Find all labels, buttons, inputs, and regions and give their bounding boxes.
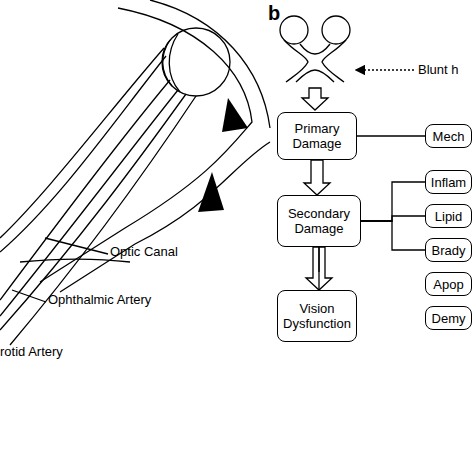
flow-arrow bbox=[304, 160, 330, 195]
orbit-illustration bbox=[0, 0, 270, 345]
process-box: Primary Damage bbox=[277, 112, 357, 160]
connector-line bbox=[361, 221, 425, 250]
optic-nerve bbox=[0, 94, 186, 330]
process-box: Demy bbox=[425, 306, 472, 330]
eye-lens bbox=[169, 34, 180, 92]
box-text: Primary Damage bbox=[281, 121, 353, 151]
eyeball bbox=[162, 28, 230, 96]
box-text: Vision Dysfunction bbox=[281, 301, 353, 331]
process-box: Lipid bbox=[425, 204, 472, 228]
box-text: Brady bbox=[432, 243, 466, 258]
canal-wall bbox=[20, 259, 130, 262]
part-label: Optic Canal bbox=[110, 244, 178, 259]
canal-lumen bbox=[222, 98, 248, 132]
box-text: Secondary Damage bbox=[281, 206, 357, 236]
process-box: Mech bbox=[425, 124, 472, 148]
process-box: Secondary Damage bbox=[277, 195, 361, 247]
leader-line bbox=[12, 290, 46, 302]
orbit-wall bbox=[60, 142, 270, 292]
box-text: Demy bbox=[432, 311, 466, 326]
eye-lens bbox=[163, 40, 172, 86]
extraocular-muscle bbox=[0, 48, 164, 238]
panel-letter: b bbox=[268, 2, 280, 24]
box-text: Lipid bbox=[435, 209, 462, 224]
optic-nerve bbox=[0, 90, 178, 316]
optic-tract bbox=[284, 40, 308, 82]
eye-globe bbox=[280, 16, 308, 44]
optic-tract bbox=[322, 40, 346, 82]
flow-arrow bbox=[302, 88, 328, 110]
process-box: Apop bbox=[425, 272, 472, 296]
part-label: rotid Artery bbox=[0, 344, 63, 359]
process-box: Brady bbox=[425, 238, 472, 262]
connector-line bbox=[361, 216, 425, 221]
box-text: Inflam bbox=[431, 175, 466, 190]
box-text: Apop bbox=[433, 277, 463, 292]
impact-arrow bbox=[364, 69, 414, 70]
connector-line bbox=[361, 182, 425, 221]
eye-globe bbox=[322, 16, 350, 44]
optic-nerve bbox=[10, 96, 196, 345]
process-box: Inflam bbox=[425, 170, 472, 194]
part-label: Blunt h bbox=[418, 62, 458, 77]
leader-line bbox=[45, 238, 108, 254]
optic-nerve bbox=[0, 80, 170, 300]
orbit-wall bbox=[150, 0, 270, 128]
canal-lumen bbox=[198, 172, 224, 212]
optic-chiasm bbox=[280, 16, 350, 82]
optic-tract bbox=[296, 70, 334, 82]
optic-tract bbox=[300, 44, 330, 54]
orbit-wall bbox=[40, 8, 252, 282]
connector-line bbox=[357, 135, 425, 136]
part-label: Ophthalmic Artery bbox=[48, 292, 151, 307]
process-box: Vision Dysfunction bbox=[277, 290, 357, 342]
box-text: Mech bbox=[433, 129, 465, 144]
extraocular-muscle bbox=[0, 56, 166, 252]
